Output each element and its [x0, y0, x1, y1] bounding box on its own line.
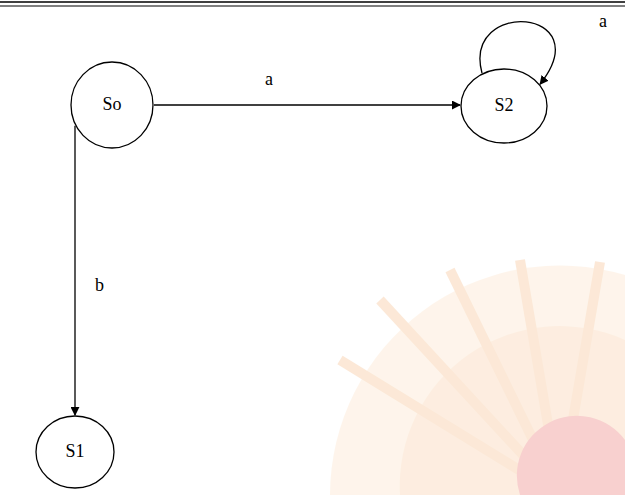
transition-label: b: [92, 276, 107, 296]
transition-arrow: [154, 104, 460, 105]
transition-arrow: [480, 22, 555, 85]
transition-arrow: [74, 126, 75, 415]
top-rule: [0, 1, 625, 3]
state-name: So: [102, 95, 121, 115]
state-name: S1: [65, 442, 84, 462]
state-name: S2: [494, 96, 513, 116]
state-circle: S1: [35, 415, 115, 489]
watermark-sunburst: [330, 260, 625, 495]
transition-label: a: [596, 12, 610, 32]
state-circle: So: [70, 61, 154, 149]
top-rule: [0, 6, 625, 7]
transition-label: a: [262, 70, 276, 90]
state-circle: S2: [460, 68, 548, 144]
